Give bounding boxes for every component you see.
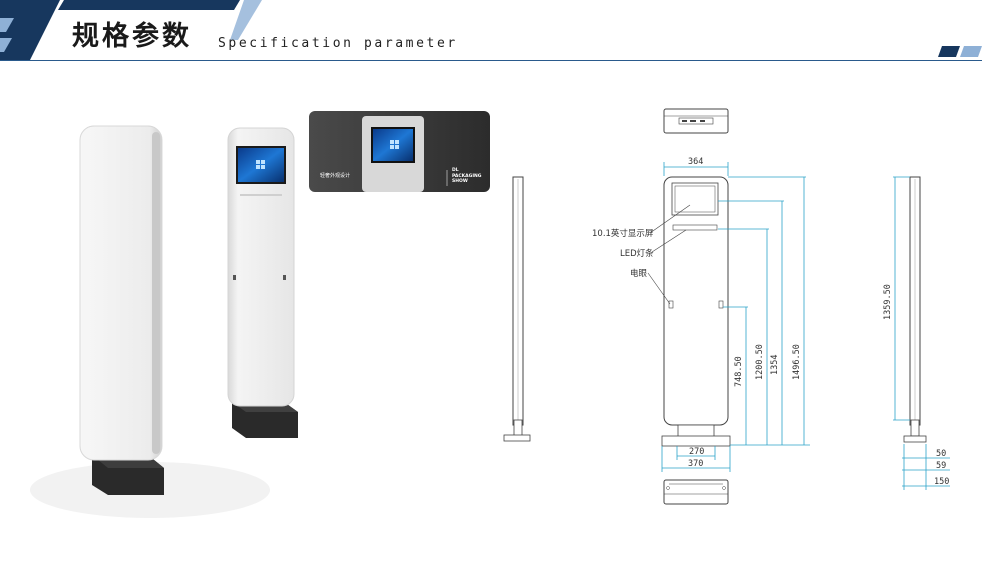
bottom-view: [663, 479, 729, 505]
dim-base-outer: 370: [688, 459, 703, 469]
rear-panel-body: [79, 125, 163, 461]
inset-caption: 轻奢外观设计: [320, 173, 351, 179]
inset-brand: DL PACKAGING SHOW: [452, 168, 481, 185]
front-elevation: [647, 176, 731, 447]
side-profile-left: [503, 176, 531, 442]
inset-windows-logo-icon: [390, 140, 394, 144]
dim-side-w1: 50: [936, 449, 946, 459]
header-divider: [0, 60, 982, 61]
header-slant-accent: [230, 0, 262, 40]
front-elevation-base: [661, 435, 731, 447]
front-sensor-right: [283, 275, 286, 280]
dim-h1: 748.50: [734, 356, 744, 387]
bottom-view-outline: [663, 479, 729, 505]
gate-panel-rear: [79, 125, 164, 495]
rear-panel-edge: [152, 132, 160, 454]
header-decoration: [0, 0, 262, 60]
header-white-slant: [36, 10, 82, 60]
side-right-foot: [903, 435, 927, 443]
inset-brand-line-2: PACKAGING: [452, 173, 482, 179]
side-profile-right: [903, 176, 927, 443]
dim-base-inner: 270: [689, 447, 704, 457]
dim-h3: 1354: [770, 355, 780, 375]
dim-h2: 1200.50: [755, 344, 765, 380]
inset-brand-line-1: DL: [452, 168, 459, 173]
dim-top-width: 364: [688, 157, 703, 167]
gate-panel-front: [227, 127, 298, 438]
label-sensor: 电眼: [630, 268, 648, 279]
front-elevation-sensor-right: [718, 300, 724, 309]
side-left-foot: [503, 434, 531, 442]
label-screen: 10.1英寸显示屏: [592, 228, 654, 239]
front-elevation-led: [672, 224, 718, 231]
inset-brand-line-3: SHOW: [452, 179, 468, 184]
header-dark-block: [0, 0, 60, 60]
header-light-stripe-1: [0, 18, 14, 32]
label-led: LED灯条: [620, 248, 654, 259]
top-view: [663, 108, 729, 134]
front-elevation-sensor-left: [668, 300, 674, 309]
dim-side-height: 1359.50: [883, 284, 893, 320]
inset-photo: [309, 111, 490, 192]
header-top-bar: [58, 0, 240, 10]
dim-side-w3: 150: [934, 477, 949, 487]
page-subtitle: Specification parameter: [218, 36, 458, 51]
header-right-marker: [938, 46, 982, 57]
front-led-strip: [240, 194, 282, 196]
windows-logo-icon: [256, 160, 260, 164]
front-sensor-left: [233, 275, 236, 280]
side-dimension-lines: [893, 176, 950, 490]
front-panel-body: [227, 127, 295, 407]
dim-h4: 1496.50: [792, 344, 802, 380]
marker-light: [960, 46, 982, 57]
marker-dark: [938, 46, 960, 57]
page-title: 规格参数: [72, 21, 192, 52]
header-light-stripe-2: [0, 38, 12, 52]
dim-side-w2: 59: [936, 461, 946, 471]
front-dimension-lines: [661, 162, 810, 472]
